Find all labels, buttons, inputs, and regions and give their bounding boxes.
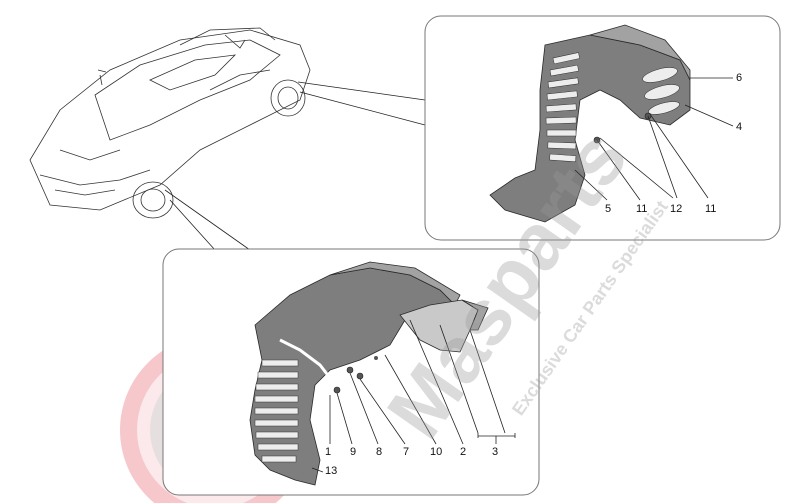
rear-wheelhouse-panel: 6 4 5 11 12 11 xyxy=(424,15,781,241)
car-overview-illustration xyxy=(29,27,311,219)
callout-11-right: 11 xyxy=(705,203,716,215)
callout-9: 9 xyxy=(350,446,356,458)
callout-6: 6 xyxy=(736,72,742,84)
front-wheelhouse-panel: 1 13 9 8 7 10 2 3 xyxy=(162,248,540,496)
callout-2: 2 xyxy=(460,446,466,458)
callout-11-left: 11 xyxy=(636,203,647,215)
panel-leader-lines xyxy=(164,81,426,251)
callout-3: 3 xyxy=(492,446,498,458)
callout-1: 1 xyxy=(325,446,331,458)
callout-10: 10 xyxy=(430,446,442,458)
callout-7: 7 xyxy=(403,446,409,458)
callout-5: 5 xyxy=(605,203,611,215)
callout-13: 13 xyxy=(325,465,337,477)
vent-slats-bottom xyxy=(254,359,299,463)
vent-slats-top xyxy=(545,52,580,163)
callout-4: 4 xyxy=(736,121,742,133)
callout-8: 8 xyxy=(376,446,382,458)
callout-12: 12 xyxy=(670,203,682,215)
